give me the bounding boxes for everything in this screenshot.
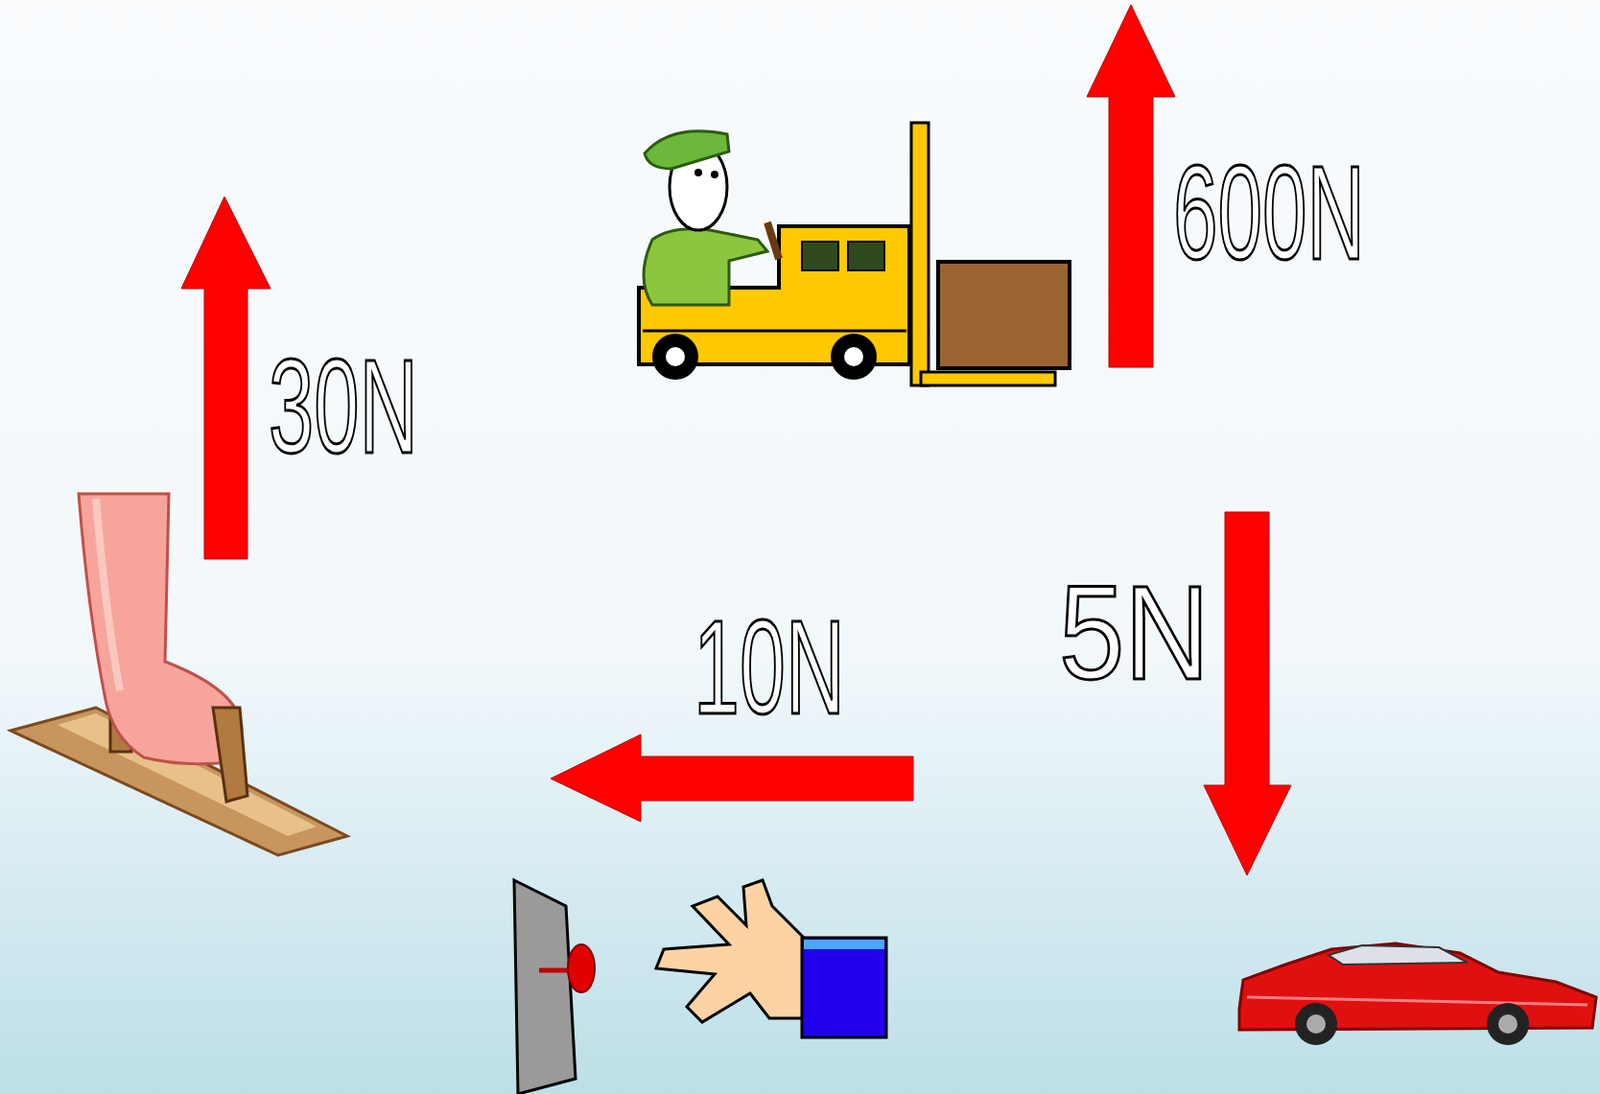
force-arrow — [550, 734, 914, 823]
force-arrow — [181, 196, 271, 560]
forklift-mast — [911, 122, 929, 386]
button-stem — [539, 968, 570, 974]
button — [567, 944, 595, 993]
forklift-window — [801, 241, 839, 271]
wheel — [652, 333, 699, 380]
driver-cap — [644, 131, 730, 169]
button-press — [514, 880, 887, 1094]
hand — [656, 880, 806, 1023]
button-plate — [514, 880, 576, 1094]
sleeve — [801, 938, 887, 1038]
car-body — [1239, 943, 1597, 1031]
forklift-trim — [642, 329, 907, 333]
wheel — [830, 333, 877, 380]
forklift-fork — [920, 372, 1056, 386]
car-window — [1328, 945, 1468, 965]
force-label: 5N — [1058, 565, 1210, 701]
cargo-box — [938, 261, 1070, 369]
driver-eye — [694, 168, 703, 177]
force-label: 10N — [693, 600, 846, 735]
hand-trowel — [10, 494, 348, 856]
wheel-hub — [665, 347, 685, 367]
car-highlight — [1247, 997, 1588, 1006]
sleeve-stripe — [803, 940, 885, 950]
force-arrow — [1086, 4, 1176, 368]
arm-highlight — [95, 498, 120, 691]
wheel-hub — [844, 347, 864, 367]
wheel — [1294, 1003, 1338, 1046]
forklift — [638, 122, 1070, 386]
car — [1239, 943, 1597, 1046]
forklift-window — [847, 241, 885, 271]
wheel — [1486, 1003, 1530, 1046]
force-label: 600N — [1173, 145, 1365, 281]
wheel-hub — [1306, 1014, 1326, 1035]
trowel-handle — [212, 707, 248, 802]
driver-body — [643, 229, 768, 306]
force-label: 30N — [268, 339, 419, 474]
force-arrow — [1203, 512, 1292, 876]
steering-wheel — [767, 222, 779, 259]
driver-eye — [710, 170, 719, 179]
wheel-hub — [1498, 1014, 1518, 1035]
